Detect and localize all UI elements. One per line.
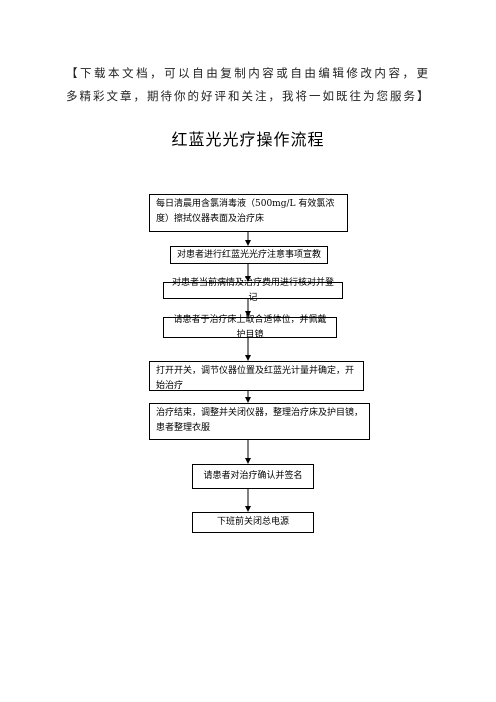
step-7-confirm-sign: 请患者对治疗确认并签名 (192, 464, 314, 489)
step-3-verify-register: 对患者当前病情及治疗费用进行核对并登记 (163, 278, 343, 303)
step-5-start-treatment: 打开开关，调节仪器位置及红蓝光计量并确定，开始治疗 (149, 361, 364, 391)
step-2-education: 对患者进行红蓝光光疗注意事项宣教 (170, 246, 328, 264)
page-title: 红蓝光光疗操作流程 (171, 130, 325, 149)
step-6-finish-treatment: 治疗结束，调整并关闭仪器，整理治疗床及护目镜，患者整理衣服 (149, 403, 370, 440)
step-4-position-goggles: 请患者于治疗床上取合适体位，并佩戴护目镜 (163, 315, 337, 340)
step-1-disinfect: 每日清晨用含氯消毒液（500mg/L 有效氯浓度）擦拭仪器表面及治疗床 (149, 194, 348, 232)
step-8-power-off: 下班前关闭总电源 (192, 512, 314, 533)
download-notice: 【下载本文档，可以自由复制内容或自由编辑修改内容，更多精彩文章，期待你的好评和关… (66, 66, 431, 103)
